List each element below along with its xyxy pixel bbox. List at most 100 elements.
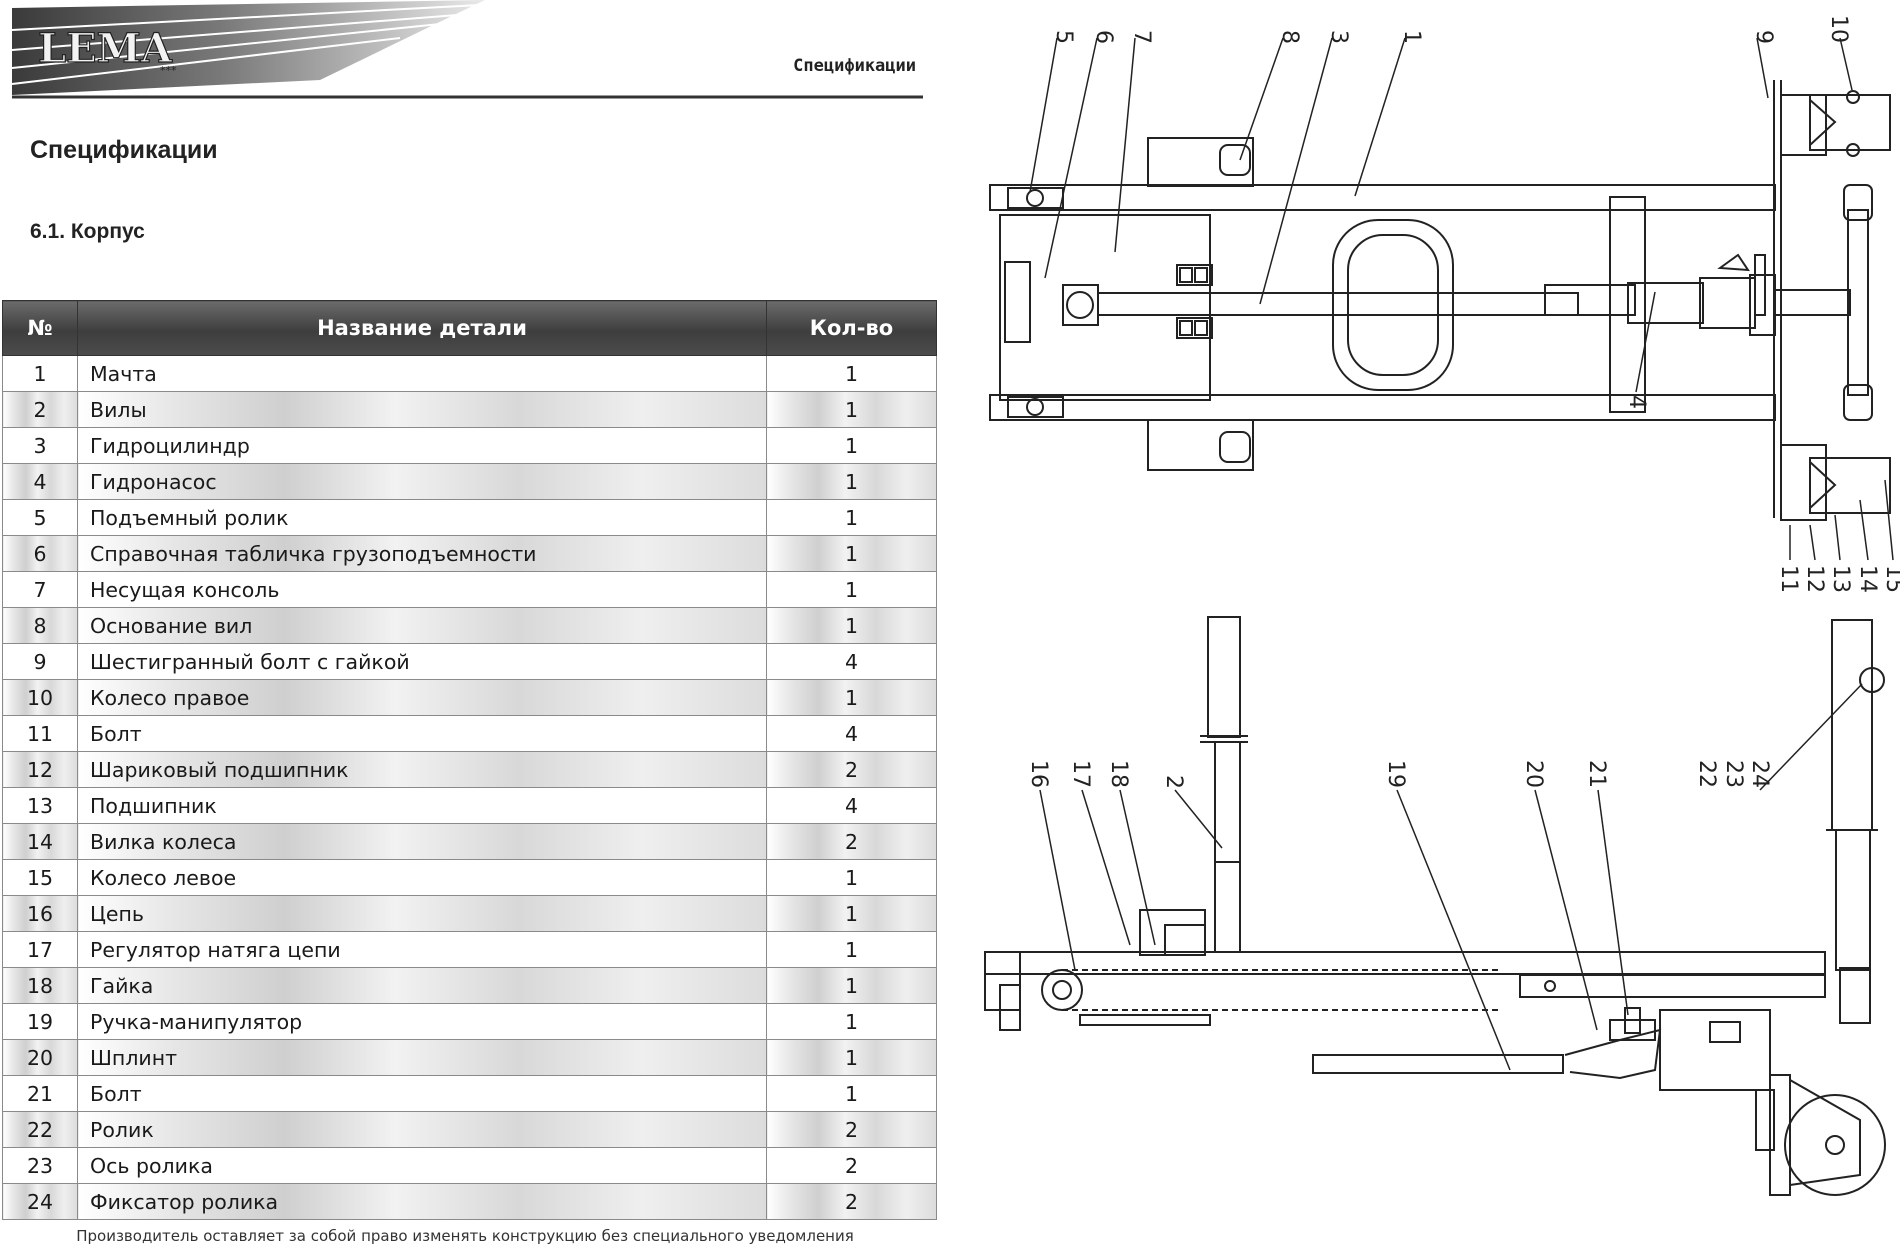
table-header-row: № Название детали Кол-во: [2, 300, 937, 356]
cell-number: 17: [2, 931, 78, 968]
cell-name: Фиксатор ролика: [77, 1183, 767, 1220]
cell-name: Подшипник: [77, 787, 767, 824]
callout-label: 3: [1326, 30, 1351, 44]
cell-name: Ролик: [77, 1111, 767, 1148]
cell-name: Ручка-манипулятор: [77, 1003, 767, 1040]
leader-lines: [1029, 37, 1894, 1071]
cell-quantity: 1: [766, 571, 937, 608]
cell-quantity: 1: [766, 1003, 937, 1040]
cell-name: Ось ролика: [77, 1147, 767, 1184]
cell-number: 5: [2, 499, 78, 536]
cell-name: Справочная табличка грузоподъемности: [77, 535, 767, 572]
callout-label: 21: [1584, 760, 1609, 788]
callout-label: 6: [1091, 30, 1116, 44]
column-header-quantity: Кол-во: [766, 300, 937, 356]
cell-name: Вилка колеса: [77, 823, 767, 860]
header-banner: LEMA *** Спецификации: [11, 0, 923, 99]
callout-label: 12: [1802, 565, 1827, 593]
callout-label: 11: [1776, 565, 1801, 593]
cell-quantity: 1: [766, 967, 937, 1004]
cell-quantity: 1: [766, 931, 937, 968]
cell-name: Болт: [77, 1075, 767, 1112]
cell-quantity: 4: [766, 643, 937, 680]
cell-quantity: 1: [766, 427, 937, 464]
logo: LEMA: [38, 25, 173, 72]
cell-name: Подъемный ролик: [77, 499, 767, 536]
top-view: [989, 80, 1891, 521]
cell-quantity: 2: [766, 751, 937, 788]
cell-quantity: 2: [766, 1147, 937, 1184]
callout-label: 13: [1828, 565, 1853, 593]
cell-number: 10: [2, 679, 78, 716]
cell-number: 4: [2, 463, 78, 500]
cell-name: Вилы: [77, 391, 767, 428]
side-view: [984, 616, 1886, 1196]
cell-number: 18: [2, 967, 78, 1004]
cell-quantity: 1: [766, 607, 937, 644]
cell-quantity: 1: [766, 463, 937, 500]
cell-name: Регулятор натяга цепи: [77, 931, 767, 968]
cell-number: 20: [2, 1039, 78, 1076]
cell-name: Гидронасос: [77, 463, 767, 500]
page-title: Спецификации: [30, 136, 218, 164]
cell-quantity: 4: [766, 787, 937, 824]
column-header-name: Название детали: [77, 300, 767, 356]
cell-name: Основание вил: [77, 607, 767, 644]
cell-quantity: 1: [766, 895, 937, 932]
callout-label: 15: [1881, 565, 1900, 593]
subsection-title: 6.1. Корпус: [30, 220, 145, 243]
cell-name: Шплинт: [77, 1039, 767, 1076]
callout-label: 23: [1721, 760, 1746, 788]
cell-name: Болт: [77, 715, 767, 752]
callout-label: 5: [1051, 30, 1076, 44]
callout-label: 4: [1624, 395, 1649, 409]
cell-name: Несущая консоль: [77, 571, 767, 608]
callout-label: 16: [1026, 760, 1051, 788]
cell-name: Цепь: [77, 895, 767, 932]
callout-label: 9: [1751, 30, 1776, 44]
cell-quantity: 1: [766, 859, 937, 896]
cell-number: 3: [2, 427, 78, 464]
column-header-number: №: [2, 300, 78, 356]
cell-number: 19: [2, 1003, 78, 1040]
callout-label: 19: [1383, 760, 1408, 788]
cell-number: 11: [2, 715, 78, 752]
cell-number: 23: [2, 1147, 78, 1184]
callout-label: 8: [1277, 30, 1302, 44]
callout-label: 17: [1068, 760, 1093, 788]
cell-number: 15: [2, 859, 78, 896]
cell-quantity: 1: [766, 499, 937, 536]
cell-quantity: 2: [766, 1111, 937, 1148]
cell-number: 7: [2, 571, 78, 608]
cell-quantity: 1: [766, 679, 937, 716]
cell-number: 16: [2, 895, 78, 932]
callout-label: 22: [1694, 760, 1719, 788]
technical-drawing: 5 6 7 8 3 1 9 10 4 11 12 13 14 15 16 17 …: [984, 15, 1900, 1196]
callout-label: 18: [1106, 760, 1131, 788]
cell-number: 8: [2, 607, 78, 644]
cell-name: Мачта: [77, 355, 767, 392]
cell-number: 2: [2, 391, 78, 428]
cell-quantity: 2: [766, 1183, 937, 1220]
cell-name: Шестигранный болт с гайкой: [77, 643, 767, 680]
